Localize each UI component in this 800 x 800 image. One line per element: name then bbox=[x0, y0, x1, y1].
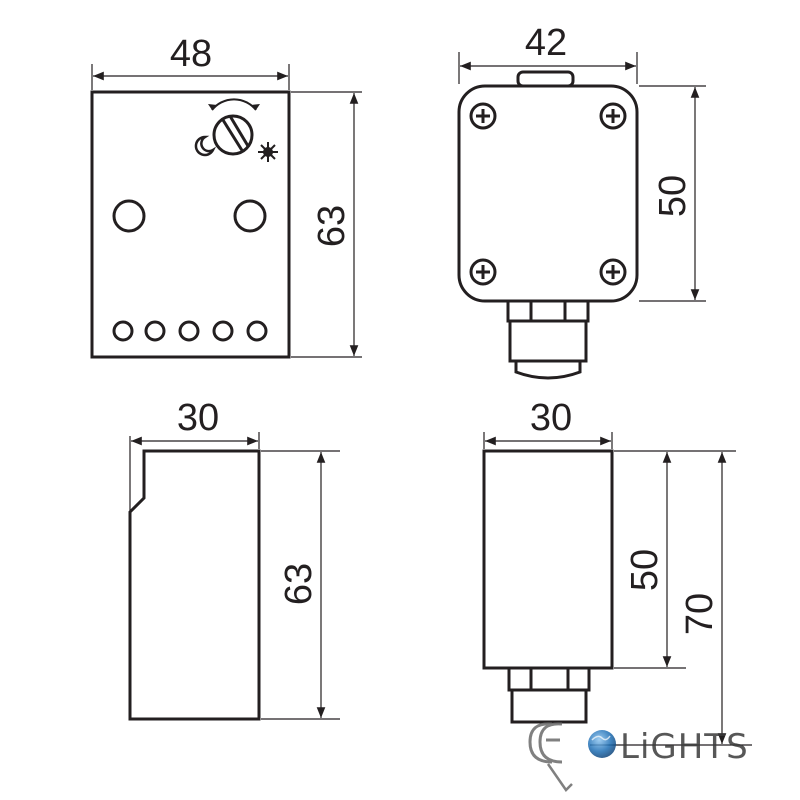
globe-icon bbox=[588, 730, 616, 758]
screw-icon bbox=[469, 258, 497, 286]
moon-icon bbox=[194, 135, 217, 157]
terminal-block bbox=[112, 320, 268, 342]
profile-housing bbox=[482, 449, 614, 670]
dim-label-63-front: 63 bbox=[311, 205, 353, 247]
profile-view: 30 50 70 bbox=[482, 397, 752, 746]
dim-label-63-side: 63 bbox=[278, 563, 320, 605]
screw-icon bbox=[599, 102, 627, 130]
screw-icon bbox=[469, 102, 497, 130]
dim-label-30-profile: 30 bbox=[530, 397, 572, 439]
mounting-hole-right bbox=[233, 199, 267, 233]
dim-front-height: 63 bbox=[291, 91, 362, 358]
top-tab bbox=[516, 70, 575, 88]
side-view: 30 63 bbox=[128, 397, 340, 721]
sun-icon bbox=[258, 142, 278, 162]
screw-icon bbox=[599, 258, 627, 286]
profile-gland bbox=[507, 666, 591, 724]
dim-side-height: 63 bbox=[261, 450, 340, 720]
back-housing bbox=[457, 84, 639, 303]
dim-label-30-side: 30 bbox=[177, 397, 219, 439]
dim-side-width: 30 bbox=[129, 397, 260, 512]
ecolights-logo: LiGHTS bbox=[528, 722, 749, 792]
front-view: 48 63 bbox=[90, 33, 362, 359]
dim-profile-width: 30 bbox=[483, 397, 613, 449]
dim-label-48: 48 bbox=[170, 33, 212, 75]
front-housing bbox=[90, 90, 291, 359]
dim-front-width: 48 bbox=[91, 33, 290, 90]
dim-label-50-profile: 50 bbox=[624, 549, 666, 591]
side-housing bbox=[128, 449, 261, 721]
cable-gland bbox=[506, 299, 590, 380]
dim-profile-total-height: 70 bbox=[590, 452, 752, 746]
dim-label-50-back: 50 bbox=[652, 175, 694, 217]
mounting-hole-left bbox=[112, 199, 146, 233]
dim-profile-body-height: 50 bbox=[614, 450, 736, 669]
dim-label-70-profile: 70 bbox=[679, 593, 721, 635]
logo-text: LiGHTS bbox=[620, 727, 749, 767]
adjust-knob-icon bbox=[208, 98, 260, 156]
dim-back-height: 50 bbox=[639, 85, 706, 302]
dim-label-42: 42 bbox=[525, 22, 567, 64]
back-view: 42 50 bbox=[457, 22, 706, 380]
dim-back-width: 42 bbox=[458, 22, 638, 84]
